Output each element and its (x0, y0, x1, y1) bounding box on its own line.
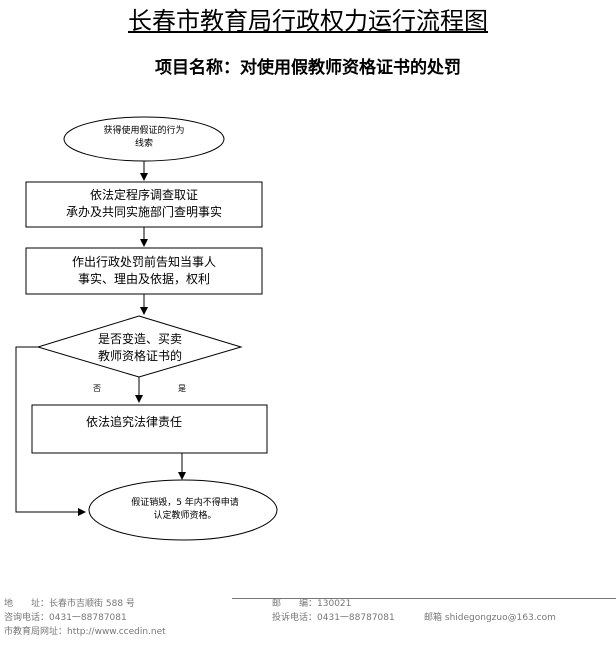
flowchart (15, 116, 278, 541)
start-line-2: 线索 (134, 139, 153, 149)
footer-website-label: 市教育局网址： (4, 627, 68, 637)
page-subtitle: 项目名称：对使用假教师资格证书的处罚 (155, 58, 461, 78)
footer-consult-label: 咨询电话： (4, 613, 50, 623)
page-title: 长春市教育局行政权力运行流程图 (128, 7, 488, 35)
branch-path-left (15, 346, 86, 516)
footer-website-link[interactable]: http://www.ccedin.net (67, 627, 166, 637)
end-ellipse (88, 479, 278, 541)
footer-email: 邮箱 shidegongzuo@163.com (424, 612, 556, 625)
footer-divider (232, 598, 616, 599)
step2-line-1: 作出行政处罚前告知当事人 (71, 255, 216, 269)
end-text: 假证销毁，5 年内不得申请 认定教师资格。 (110, 497, 260, 523)
step1-box (25, 181, 263, 228)
footer-website: 市教育局网址：http://www.ccedin.net (4, 626, 166, 639)
step2-box (25, 247, 263, 295)
step1-line-1: 依法定程序调查取证 (89, 188, 198, 202)
end-line-2: 认定教师资格。 (153, 511, 217, 521)
start-text: 获得使用假证的行为 线索 (84, 125, 204, 151)
footer-address-value: 长春市吉顺街 588 号 (49, 599, 135, 609)
step3-box (31, 404, 268, 454)
footer-email-value[interactable]: shidegongzuo@163.com (444, 613, 556, 623)
footer-address-label: 地 址： (4, 599, 50, 609)
footer-postcode-label: 邮 编： (272, 599, 318, 609)
footer-consult: 咨询电话：0431一88787081 (4, 612, 127, 625)
step1-line-2: 承办及共同实施部门查明事实 (65, 205, 222, 219)
decision-text: 是否变造、买卖 教师资格证书的 (86, 331, 194, 365)
footer-complaint: 投诉电话：0431一88787081 (272, 612, 395, 625)
branch-yes-label: 是 (178, 384, 186, 393)
decision-line-2: 教师资格证书的 (97, 349, 182, 363)
step1-text: 依法定程序调查取证 承办及共同实施部门查明事实 (30, 187, 258, 221)
decision-line-1: 是否变造、买卖 (97, 332, 182, 346)
step2-text: 作出行政处罚前告知当事人 事实、理由及依据，权利 (30, 254, 258, 288)
start-line-1: 获得使用假证的行为 (103, 126, 185, 136)
footer-postcode-value: 130021 (317, 599, 352, 609)
step3-line-1: 依法追究法律责任 (86, 415, 183, 429)
branch-no-label: 否 (93, 384, 101, 393)
footer-complaint-label: 投诉电话： (272, 613, 318, 623)
end-line-1: 假证销毁，5 年内不得申请 (131, 498, 239, 508)
footer-email-label: 邮箱 (424, 613, 443, 623)
footer-consult-value: 0431一88787081 (49, 613, 127, 623)
step2-line-2: 事实、理由及依据，权利 (77, 272, 210, 286)
step3-text: 依法追究法律责任 (86, 414, 182, 431)
footer-address: 地 址：长春市吉顺街 588 号 (4, 598, 135, 611)
footer-complaint-value: 0431一88787081 (317, 613, 395, 623)
footer-postcode: 邮 编：130021 (272, 598, 351, 611)
